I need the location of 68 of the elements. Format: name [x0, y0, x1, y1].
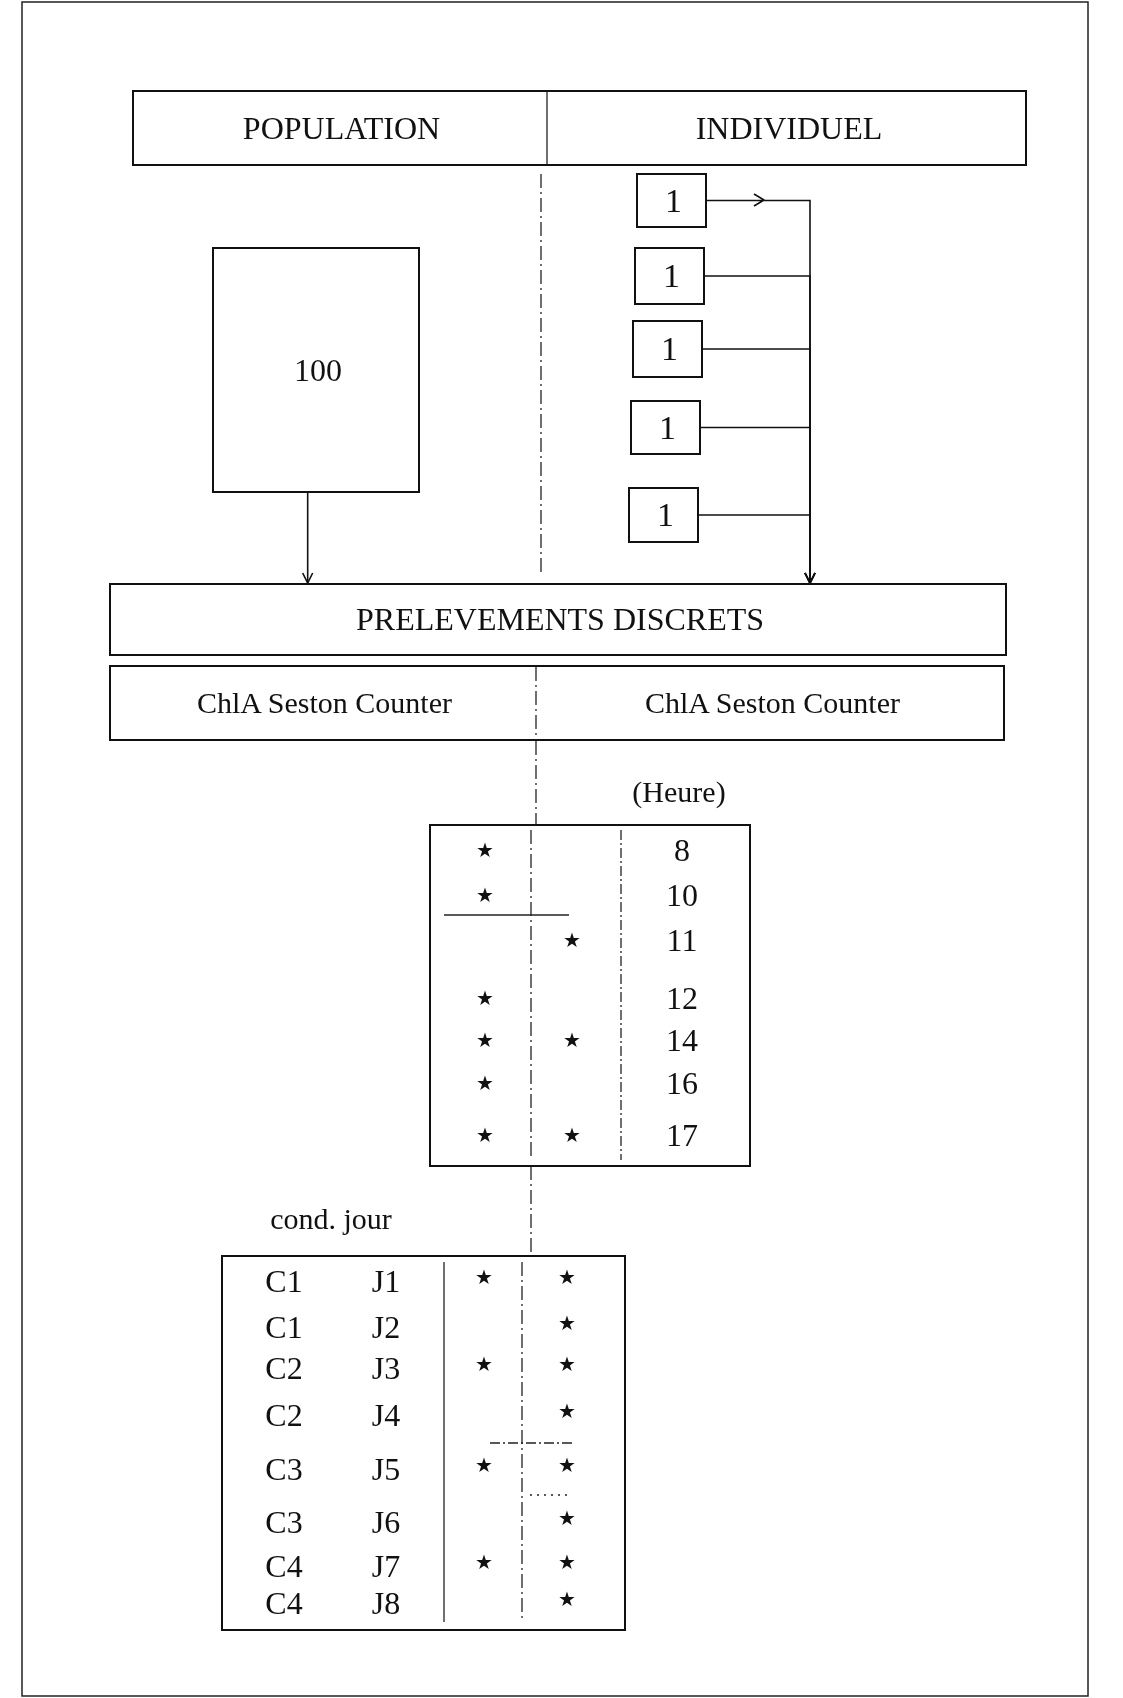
- star-mark: ★: [558, 1401, 576, 1421]
- table-entry: 12: [666, 982, 698, 1014]
- node-label: 1: [663, 257, 680, 295]
- individual-box: [636, 173, 707, 228]
- table-entry: C4: [265, 1587, 303, 1619]
- star-mark: ★: [558, 1455, 576, 1475]
- node-label: 1: [665, 181, 682, 220]
- column-heading: cond. jour: [270, 1204, 392, 1234]
- star-mark: ★: [475, 1455, 493, 1475]
- section-band: [109, 583, 1007, 656]
- header-band: [132, 90, 1027, 166]
- table-entry: C1: [265, 1311, 303, 1343]
- star-mark: ★: [476, 1030, 494, 1050]
- node-label: 1: [661, 330, 678, 368]
- table-entry: J2: [371, 1311, 401, 1343]
- individual-box: [630, 400, 701, 455]
- table-entry: C2: [265, 1399, 303, 1431]
- star-mark: ★: [475, 1267, 493, 1287]
- parameter-band: [109, 665, 1005, 741]
- table-entry: C3: [265, 1506, 303, 1538]
- node-label: ChlA Seston Counter: [645, 686, 900, 720]
- star-mark: ★: [475, 1552, 493, 1572]
- star-mark: ★: [558, 1552, 576, 1572]
- arrow: [698, 514, 816, 584]
- star-mark: ★: [563, 930, 581, 950]
- node-label: ChlA Seston Counter: [197, 686, 452, 720]
- individual-box: [628, 487, 699, 543]
- table-entry: C1: [265, 1265, 303, 1297]
- star-mark: ★: [476, 1073, 494, 1093]
- table-entry: J4: [371, 1399, 401, 1431]
- individual-box: [632, 320, 703, 378]
- table-entry: C4: [265, 1550, 303, 1582]
- arrow: [301, 492, 314, 584]
- star-mark: ★: [476, 988, 494, 1008]
- star-mark: ★: [558, 1354, 576, 1374]
- star-mark: ★: [476, 840, 494, 860]
- star-mark: ★: [476, 885, 494, 905]
- table-entry: 8: [674, 834, 690, 866]
- star-mark: ★: [475, 1354, 493, 1374]
- star-mark: ★: [558, 1313, 576, 1333]
- table-entry: C3: [265, 1453, 303, 1485]
- star-mark: ★: [563, 1125, 581, 1145]
- node-label: 100: [294, 351, 342, 389]
- table-entry: 11: [666, 924, 698, 956]
- table-entry: 17: [666, 1119, 698, 1151]
- table-entry: J3: [371, 1352, 401, 1384]
- node-label: PRELEVEMENTS DISCRETS: [356, 601, 764, 638]
- star-mark: ★: [476, 1125, 494, 1145]
- star-mark: ★: [558, 1589, 576, 1609]
- star-mark: ★: [563, 1030, 581, 1050]
- table-entry: J1: [371, 1265, 401, 1297]
- table-entry: 10: [666, 879, 698, 911]
- star-mark: ★: [558, 1267, 576, 1287]
- table-entry: 16: [666, 1067, 698, 1099]
- node-label: POPULATION: [242, 109, 441, 147]
- population-box: [212, 247, 420, 493]
- table-entry: J8: [371, 1587, 401, 1619]
- table-entry: J5: [371, 1453, 401, 1485]
- table-entry: C2: [265, 1352, 303, 1384]
- star-mark: ★: [558, 1508, 576, 1528]
- node-label: 1: [659, 408, 676, 447]
- node-label: INDIVIDUEL: [695, 109, 883, 147]
- table-entry: J7: [371, 1550, 401, 1582]
- node-label: 1: [657, 496, 674, 534]
- table-entry: 14: [666, 1024, 698, 1056]
- individual-box: [634, 247, 705, 305]
- table-entry: J6: [371, 1506, 401, 1538]
- column-heading: (Heure): [632, 777, 726, 807]
